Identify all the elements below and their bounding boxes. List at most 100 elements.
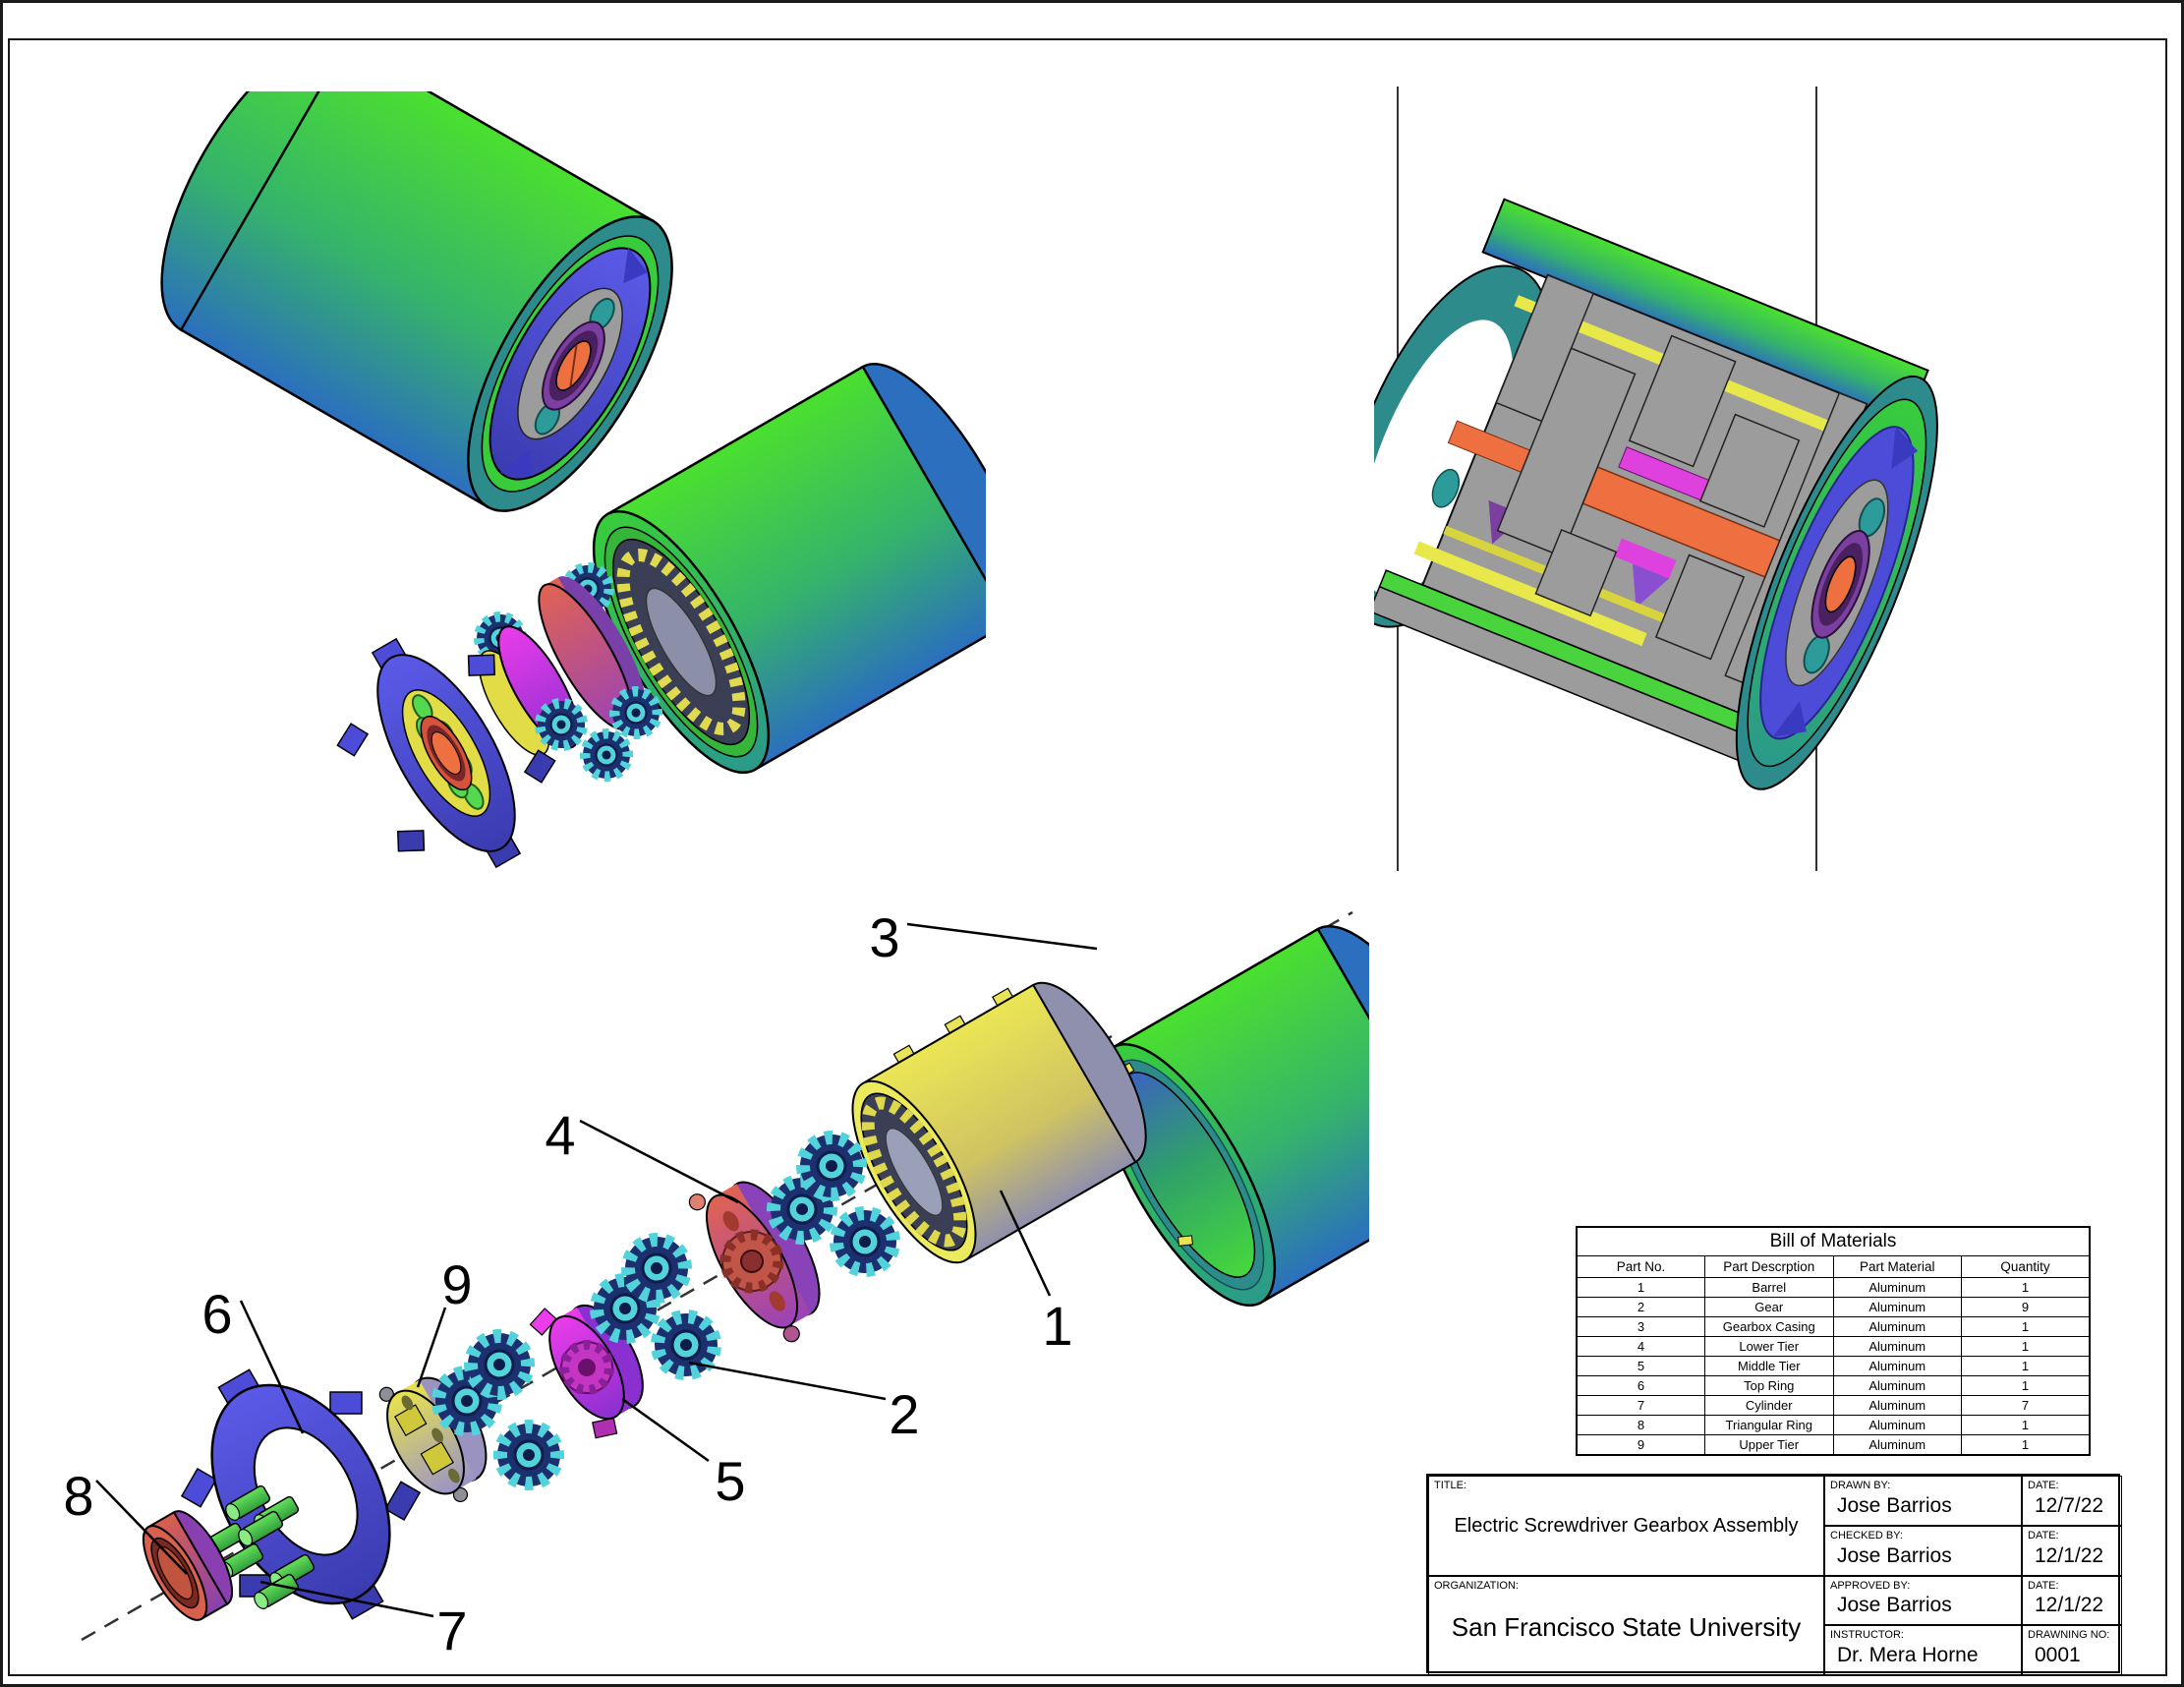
approved-date-value: 12/1/22 xyxy=(2035,1594,2104,1617)
checked-by-cell: CHECKED BY: Jose Barrios xyxy=(1824,1525,2022,1576)
part-1-barrel xyxy=(851,981,1147,1264)
leader-1 xyxy=(999,1190,1052,1297)
bom-cell: Aluminum xyxy=(1832,1277,1962,1298)
bom-cell: Upper Tier xyxy=(1704,1434,1834,1456)
checked-date-value: 12/1/22 xyxy=(2035,1543,2104,1567)
instructor-cell: INSTRUCTOR: Dr. Mera Horne xyxy=(1824,1625,2022,1675)
leader-5 xyxy=(621,1397,710,1463)
callout-6: 6 xyxy=(201,1283,232,1345)
sheet-frame xyxy=(8,38,2167,1676)
bom-cell: 6 xyxy=(1576,1375,1705,1396)
bom-cell: Lower Tier xyxy=(1704,1336,1834,1357)
bom-cell: 9 xyxy=(1961,1297,2091,1317)
bom-cell: Aluminum xyxy=(1832,1434,1962,1456)
bom-cell: Gearbox Casing xyxy=(1704,1316,1834,1337)
bom-table: Bill of Materials Part No. Part Descrpti… xyxy=(1576,1226,2091,1456)
callout-2: 2 xyxy=(889,1383,919,1445)
bom-cell: 1 xyxy=(1961,1277,2091,1298)
bom-cell: Triangular Ring xyxy=(1704,1415,1834,1435)
part-8-triangular-ring xyxy=(142,1510,234,1621)
part-3-gearbox-casing xyxy=(1098,924,1369,1308)
approved-date-label: DATE: xyxy=(2028,1579,2059,1592)
leader-3 xyxy=(906,922,1098,951)
bom-cell: Aluminum xyxy=(1832,1375,1962,1396)
section-end-face xyxy=(1735,375,1938,790)
section-view xyxy=(1374,87,1938,871)
organization-label: ORGANIZATION: xyxy=(1434,1579,1519,1592)
bom-cell: 1 xyxy=(1961,1336,2091,1357)
callout-7: 7 xyxy=(436,1600,467,1661)
bom-cell: Aluminum xyxy=(1832,1415,1962,1435)
callout-3: 3 xyxy=(869,906,899,968)
bom-header-material: Part Material xyxy=(1832,1255,1962,1278)
drawn-date-value: 12/7/22 xyxy=(2035,1493,2104,1517)
callout-5: 5 xyxy=(715,1450,745,1512)
bom-cell: 3 xyxy=(1576,1316,1705,1337)
part-5-middle-tier xyxy=(529,1304,644,1439)
leader-lines xyxy=(95,922,1098,1618)
drawing-no-cell: DRAWNING NO: 0001 xyxy=(2022,1625,2122,1675)
bom-header-qty: Quantity xyxy=(1961,1255,2091,1278)
part-2-planet-gears xyxy=(432,1127,904,1490)
bom-cell: Aluminum xyxy=(1832,1316,1962,1337)
bom-title: Bill of Materials xyxy=(1576,1226,2091,1256)
bom-header-desc: Part Descrption xyxy=(1704,1255,1834,1278)
bom-cell: Top Ring xyxy=(1704,1375,1834,1396)
assembled-gearbox-open xyxy=(336,362,986,869)
instructor-label: INSTRUCTOR: xyxy=(1830,1629,1904,1642)
approved-date-cell: DATE: 12/1/22 xyxy=(2022,1575,2122,1626)
title-block: TITLE: Electric Screwdriver Gearbox Asse… xyxy=(1426,1474,2122,1675)
bom-cell: 7 xyxy=(1576,1395,1705,1416)
title-value: Electric Screwdriver Gearbox Assembly xyxy=(1454,1514,1799,1537)
bom-cell: 1 xyxy=(1961,1434,2091,1456)
checked-by-label: CHECKED BY: xyxy=(1830,1529,1903,1542)
part-4-lower-tier xyxy=(688,1181,821,1343)
bom-cell: 4 xyxy=(1576,1336,1705,1357)
bom-cell: 1 xyxy=(1576,1277,1705,1298)
part-9-upper-tier xyxy=(378,1376,488,1503)
bom-cell: Cylinder xyxy=(1704,1395,1834,1416)
organization-value: San Francisco State University xyxy=(1451,1612,1802,1642)
bom-cell: Aluminum xyxy=(1832,1356,1962,1376)
bom-cell: Gear xyxy=(1704,1297,1834,1317)
title-cell: TITLE: Electric Screwdriver Gearbox Asse… xyxy=(1428,1476,1824,1576)
bom-header-part-no: Part No. xyxy=(1576,1255,1705,1278)
bom-cell: 1 xyxy=(1961,1356,2091,1376)
drawn-by-label: DRAWN BY: xyxy=(1830,1480,1891,1491)
bom-cell: 5 xyxy=(1576,1356,1705,1376)
leader-2 xyxy=(688,1361,887,1401)
bom-cell: 9 xyxy=(1576,1434,1705,1456)
checked-date-cell: DATE: 12/1/22 xyxy=(2022,1525,2122,1576)
approved-by-value: Jose Barrios xyxy=(1837,1594,1952,1617)
organization-cell: ORGANIZATION: San Francisco State Univer… xyxy=(1428,1575,1824,1675)
top-ring-face xyxy=(336,637,556,869)
drawn-date-label: DATE: xyxy=(2028,1480,2059,1491)
checked-date-label: DATE: xyxy=(2028,1529,2059,1542)
approved-by-cell: APPROVED BY: Jose Barrios xyxy=(1824,1575,2022,1626)
callout-9: 9 xyxy=(441,1253,472,1315)
drawn-date-cell: DATE: 12/7/22 xyxy=(2022,1476,2122,1526)
drawn-by-cell: DRAWN BY: Jose Barrios xyxy=(1824,1476,2022,1526)
drawing-no-value: 0001 xyxy=(2035,1644,2081,1666)
callout-1: 1 xyxy=(1042,1295,1072,1357)
bom-cell: 8 xyxy=(1576,1415,1705,1435)
assembled-gearbox-closed xyxy=(160,91,673,512)
drawing-no-label: DRAWNING NO: xyxy=(2028,1629,2110,1642)
bom-cell: 1 xyxy=(1961,1415,2091,1435)
planet-gear xyxy=(535,698,588,751)
bom-cell: 2 xyxy=(1576,1297,1705,1317)
bom-cell: Aluminum xyxy=(1832,1336,1962,1357)
leader-6 xyxy=(239,1300,305,1434)
bom-cell: Middle Tier xyxy=(1704,1356,1834,1376)
sectioned-gearbox xyxy=(1374,198,1938,790)
leader-9 xyxy=(416,1307,447,1388)
